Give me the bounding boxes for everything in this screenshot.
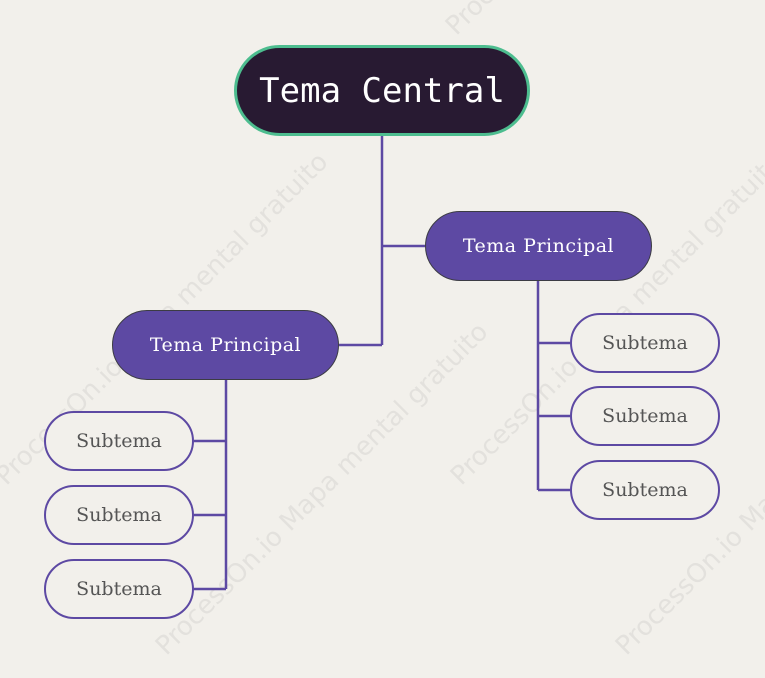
main-topic-node-left[interactable]: Tema Principal	[112, 310, 339, 380]
subtopic-node-right-1[interactable]: Subtema	[570, 313, 720, 373]
subtopic-node-right-2[interactable]: Subtema	[570, 386, 720, 446]
subtopic-node-left-2[interactable]: Subtema	[44, 485, 194, 545]
subtopic-node-left-3[interactable]: Subtema	[44, 559, 194, 619]
main-topic-node-right[interactable]: Tema Principal	[425, 211, 652, 281]
central-topic-node[interactable]: Tema Central	[234, 45, 530, 136]
subtopic-node-left-1[interactable]: Subtema	[44, 411, 194, 471]
subtopic-node-right-3[interactable]: Subtema	[570, 460, 720, 520]
